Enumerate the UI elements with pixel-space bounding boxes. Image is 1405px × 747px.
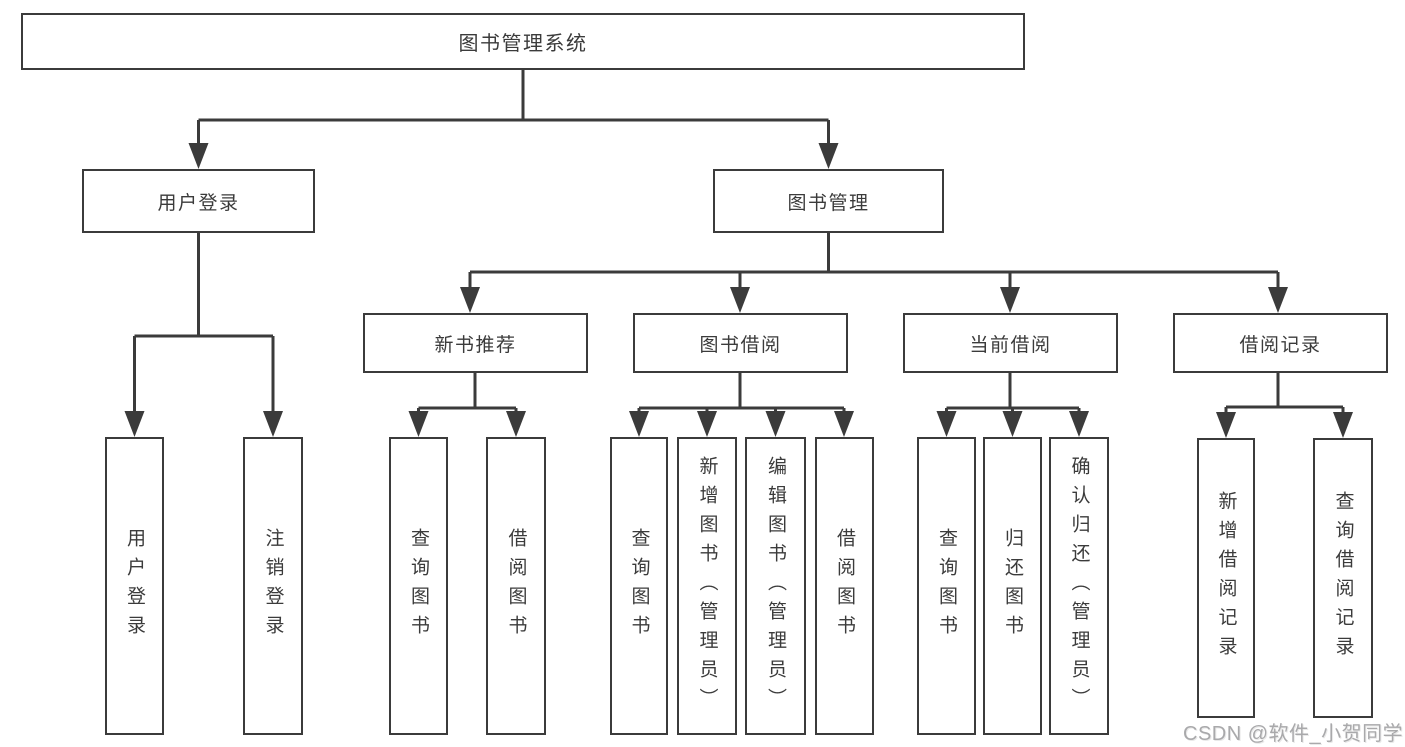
node-book-management: 图书管理 — [713, 169, 944, 233]
node-leaf-query-borrow-record: 查询借阅记录 — [1313, 438, 1373, 718]
node-leaf-edit-books-admin: 编辑图书（管理员） — [745, 437, 806, 735]
node-label: 图书借阅 — [699, 334, 782, 356]
node-leaf-confirm-return-admin: 确认归还（管理员） — [1049, 437, 1109, 735]
node-label: 当前借阅 — [969, 334, 1052, 356]
node-label: 用户登录 — [157, 192, 240, 214]
node-label: 新书推荐 — [434, 334, 517, 356]
node-book-borrowing: 图书借阅 — [633, 313, 848, 373]
node-label: 注销登录 — [262, 528, 284, 644]
node-leaf-add-books-admin: 新增图书（管理员） — [677, 437, 737, 735]
node-label: 图书管理 — [787, 192, 870, 214]
node-leaf-return-books: 归还图书 — [983, 437, 1042, 735]
node-label: 编辑图书（管理员） — [765, 455, 786, 717]
node-label: 查询图书 — [408, 528, 429, 644]
node-label: 用户登录 — [124, 528, 145, 644]
node-label: 借阅记录 — [1239, 334, 1322, 356]
node-leaf-user-login: 用户登录 — [105, 437, 164, 735]
node-leaf-query-books-newrec: 查询图书 — [389, 437, 448, 735]
node-leaf-query-books-current: 查询图书 — [917, 437, 976, 735]
node-user-login: 用户登录 — [82, 169, 315, 233]
node-label: 图书管理系统 — [458, 33, 588, 55]
node-label: 借阅图书 — [834, 528, 855, 644]
node-leaf-borrow-books-newrec: 借阅图书 — [486, 437, 546, 735]
node-label: 新增图书（管理员） — [696, 455, 718, 717]
node-current-borrowing: 当前借阅 — [903, 313, 1118, 373]
node-label: 借阅图书 — [505, 528, 527, 644]
node-label: 查询借阅记录 — [1332, 491, 1354, 665]
watermark-text: CSDN @软件_小贺同学 — [1183, 723, 1404, 745]
node-label: 查询图书 — [628, 528, 650, 644]
node-label: 新增借阅记录 — [1215, 491, 1237, 665]
node-new-book-recommendation: 新书推荐 — [363, 313, 588, 373]
node-borrowing-records: 借阅记录 — [1173, 313, 1388, 373]
node-leaf-logout: 注销登录 — [243, 437, 303, 735]
node-leaf-query-books-borrow: 查询图书 — [610, 437, 668, 735]
node-label: 确认归还（管理员） — [1068, 455, 1090, 717]
node-leaf-borrow-books-borrow: 借阅图书 — [815, 437, 874, 735]
node-label: 查询图书 — [936, 528, 957, 644]
node-label: 归还图书 — [1002, 528, 1023, 644]
node-library-management-system: 图书管理系统 — [21, 13, 1025, 70]
node-leaf-add-borrow-record: 新增借阅记录 — [1197, 438, 1255, 718]
